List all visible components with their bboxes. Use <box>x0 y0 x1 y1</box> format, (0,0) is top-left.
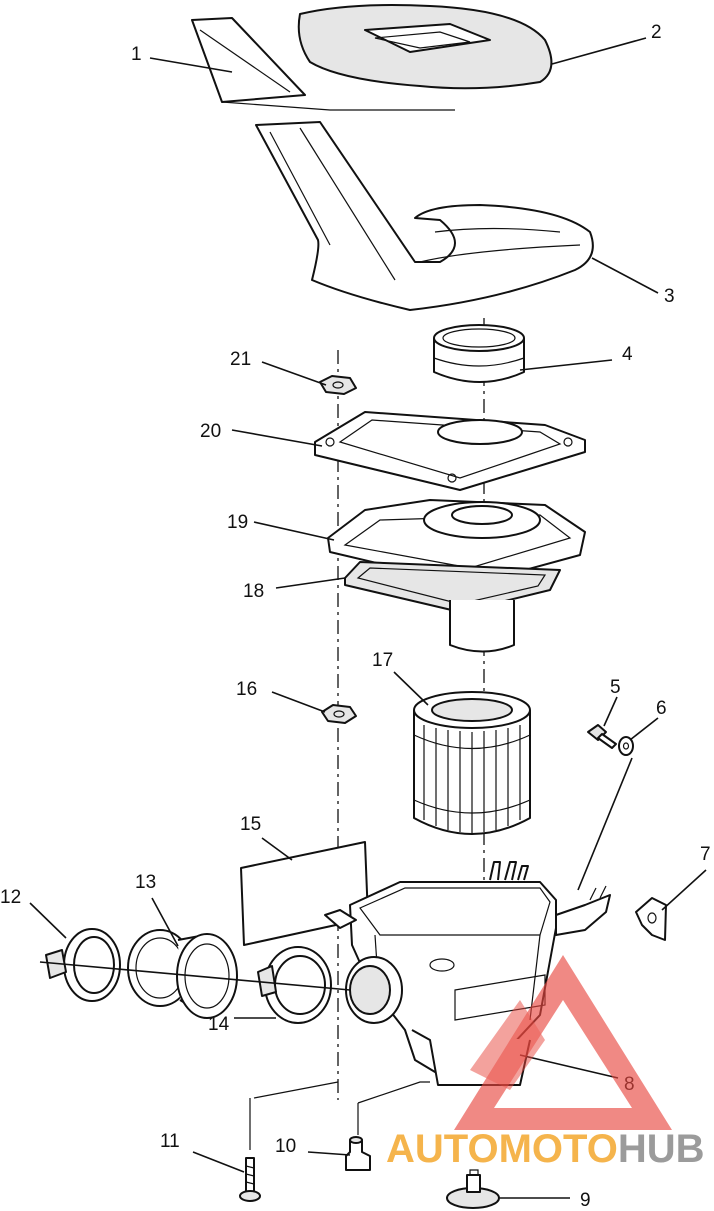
callout-12: 12 <box>0 887 21 908</box>
callout-5: 5 <box>610 677 621 698</box>
part-18-gasket <box>344 561 561 613</box>
grommet-routing-line <box>357 1081 430 1135</box>
part-14-clamp <box>257 946 332 1024</box>
part-10-grommet <box>345 1136 371 1171</box>
callout-18: 18 <box>243 581 264 602</box>
watermark-logo: AUTOMOTOHUB <box>386 955 705 1171</box>
callout-2: 2 <box>651 22 662 43</box>
part-11-screw <box>239 1157 261 1202</box>
watermark-triangle-icon <box>454 955 672 1130</box>
watermark-inner-triangle-icon <box>470 1000 545 1090</box>
part-15-decal <box>240 841 369 946</box>
part-17-air-filter <box>413 691 531 835</box>
watermark-text-hub: HUB <box>618 1127 705 1171</box>
callout-13: 13 <box>135 872 156 893</box>
inlet-axis <box>39 961 351 991</box>
callout-15: 15 <box>240 814 261 835</box>
callout-10: 10 <box>275 1136 296 1157</box>
callout-20: 20 <box>200 421 221 442</box>
part-16-nut <box>321 704 357 724</box>
part-7-bracket <box>635 897 667 941</box>
callout-labels: 1 2 3 4 5 6 7 8 9 10 11 12 13 14 15 16 1… <box>0 22 711 1211</box>
callout-19: 19 <box>227 512 248 533</box>
callout-21: 21 <box>230 349 251 370</box>
callout-1: 1 <box>131 44 142 65</box>
callout-16: 16 <box>236 679 257 700</box>
cover-outlet-tube <box>449 600 515 653</box>
part-21-nut <box>319 375 357 395</box>
part-4-adapter-sleeve <box>433 324 525 383</box>
part-13-boot <box>127 929 238 1019</box>
callout-3: 3 <box>664 286 675 307</box>
watermark-text-moto: MOTO <box>499 1127 618 1171</box>
part-6-washer <box>618 736 634 756</box>
part-3-intake-duct <box>255 121 594 311</box>
callout-4: 4 <box>622 344 633 365</box>
screw-routing-line <box>249 1081 339 1150</box>
svg-text:AUTOMOTOHUB: AUTOMOTOHUB <box>386 1127 705 1171</box>
leader-lines <box>29 37 707 1199</box>
part-2-foam-gasket <box>297 4 553 90</box>
part-20-cover-plate <box>314 411 586 491</box>
callout-6: 6 <box>656 698 667 719</box>
part-12-clamp <box>45 928 121 1002</box>
part-5-bolt <box>587 724 617 749</box>
part-9-drain-valve <box>446 1169 500 1209</box>
callout-14: 14 <box>208 1014 230 1035</box>
housing-inlet-neck <box>345 956 403 1024</box>
callout-7: 7 <box>700 844 711 865</box>
callout-9: 9 <box>580 1190 591 1211</box>
part-1-seal-strip <box>191 17 455 111</box>
callout-11: 11 <box>160 1131 180 1152</box>
callout-17: 17 <box>372 650 393 671</box>
watermark-text-auto: AUTO <box>386 1127 499 1171</box>
